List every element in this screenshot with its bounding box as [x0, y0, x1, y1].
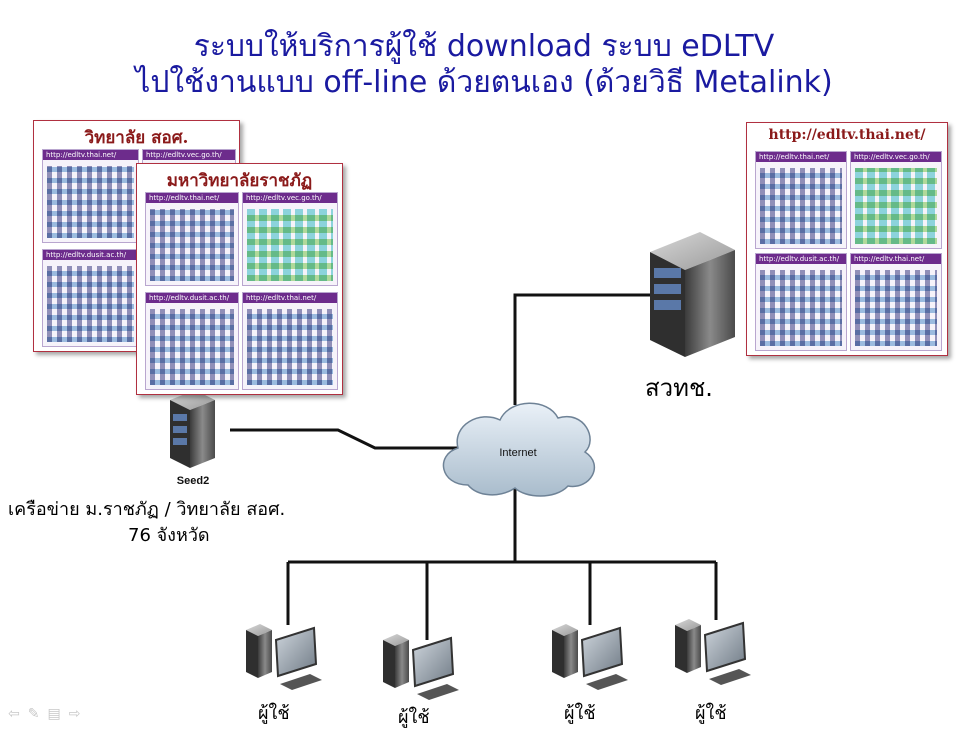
thumbnail-url: http://edltv.thai.net/	[759, 153, 830, 161]
main-server-label: สวทช.	[645, 374, 713, 402]
web-page-thumbnail: http://edltv.thai.net/	[42, 149, 139, 243]
pen-icon[interactable]: ✎	[27, 706, 48, 722]
client-label: ผู้ใช้	[564, 703, 596, 724]
web-page-thumbnail: http://edltv.vec.go.th/	[242, 192, 338, 286]
panel-title: มหาวิทยาลัยราชภัฏ	[166, 171, 313, 191]
web-page-thumbnail: http://edltv.thai.net/	[145, 192, 239, 286]
thumbnail-url: http://edltv.thai.net/	[46, 151, 117, 159]
thumbnail-url: http://edltv.dusit.ac.th/	[149, 294, 230, 302]
seed-server-icon	[170, 390, 215, 468]
web-page-thumbnail: http://edltv.thai.net/	[242, 292, 338, 390]
client-label: ผู้ใช้	[258, 703, 290, 724]
web-page-thumbnail: http://edltv.dusit.ac.th/	[755, 253, 847, 351]
client-computer-icon	[383, 634, 459, 700]
main-server-icon	[650, 232, 735, 357]
thumbnail-url: http://edltv.thai.net/	[149, 194, 220, 202]
slide-title-line1: ระบบให้บริการผู้ใช้ download ระบบ eDLTV	[193, 29, 775, 64]
network-label-line2: 76 จังหวัด	[128, 525, 210, 546]
network-label-line1: เครือข่าย ม.ราชภัฏ / วิทยาลัย สอศ.	[8, 499, 286, 520]
panel-title: วิทยาลัย สอศ.	[84, 128, 189, 148]
client-computer-icon	[675, 619, 751, 685]
screenshot-panel-edltv: http://edltv.thai.net/ http://edltv.thai…	[746, 122, 948, 356]
menu-icon[interactable]: ▤	[47, 706, 69, 722]
web-page-thumbnail: http://edltv.vec.go.th/	[850, 151, 942, 249]
network-cables	[230, 293, 718, 640]
panel-title: http://edltv.thai.net/	[768, 127, 926, 143]
internet-label: Internet	[499, 447, 536, 459]
screenshot-panel-rajabhat: มหาวิทยาลัยราชภัฏ http://edltv.thai.net/…	[136, 163, 343, 395]
thumbnail-url: http://edltv.vec.go.th/	[246, 194, 322, 202]
client-label: ผู้ใช้	[398, 707, 430, 728]
web-page-thumbnail: http://edltv.dusit.ac.th/	[145, 292, 239, 390]
thumbnail-url: http://edltv.dusit.ac.th/	[759, 255, 840, 263]
slide-title-line2: ไปใช้งานแบบ off-line ด้วยตนเอง (ด้วยวิธี…	[135, 65, 833, 100]
web-page-thumbnail: http://edltv.thai.net/	[850, 253, 942, 351]
thumbnail-url: http://edltv.thai.net/	[854, 255, 925, 263]
web-page-thumbnail: http://edltv.thai.net/	[755, 151, 847, 249]
web-page-thumbnail: http://edltv.dusit.ac.th/	[42, 249, 139, 347]
thumbnail-url: http://edltv.thai.net/	[246, 294, 317, 302]
client-computer-icon	[552, 624, 628, 690]
client-computer-icon	[246, 624, 322, 690]
thumbnail-url: http://edltv.vec.go.th/	[146, 151, 222, 159]
thumbnail-url: http://edltv.dusit.ac.th/	[46, 251, 127, 259]
client-label: ผู้ใช้	[695, 703, 727, 724]
thumbnail-url: http://edltv.vec.go.th/	[854, 153, 930, 161]
seed-server-label: Seed2	[177, 475, 209, 487]
arrow-left-icon[interactable]: ⇦	[8, 706, 28, 722]
arrow-right-icon[interactable]: ⇨	[68, 706, 89, 722]
slideshow-nav: ⇦✎▤⇨	[8, 706, 88, 722]
internet-cloud-icon	[442, 402, 596, 497]
